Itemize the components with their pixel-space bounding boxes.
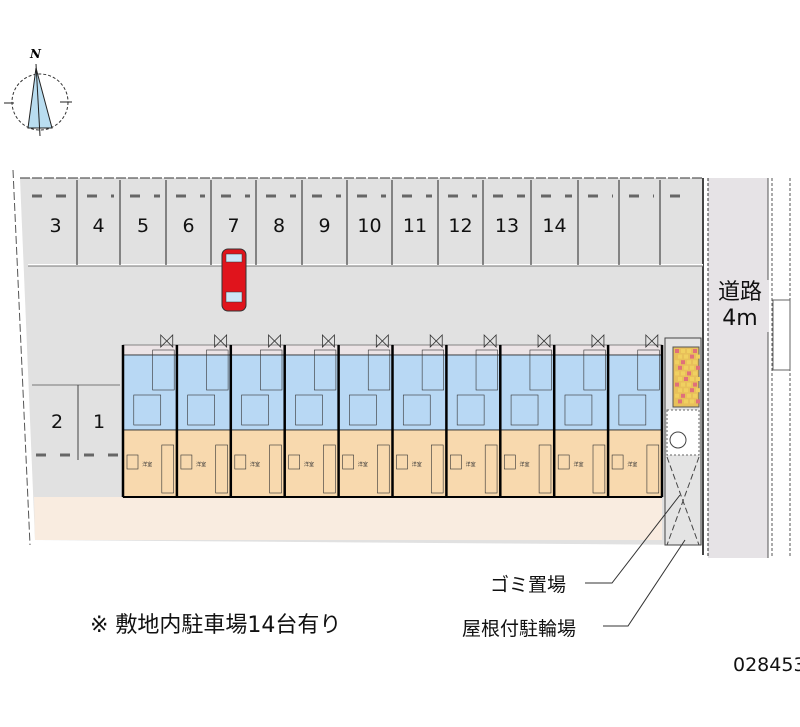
parking-stall-label: 1 [93,411,105,433]
parking-stall-label: 10 [357,215,381,237]
car-icon [221,248,247,312]
parking-stall-label: 13 [495,215,519,237]
compass-icon: N [4,47,72,137]
parking-stall-label: 8 [273,215,285,237]
property-code: 028453 [733,654,800,676]
road-label: 道路 4m [711,280,769,332]
apartment-unit: 洋室 [283,334,340,498]
room-label: 洋室 [412,461,422,468]
apartment-unit: 洋室 [121,334,178,498]
parking-stall-label: 5 [137,215,149,237]
apartment-unit: 洋室 [552,334,609,498]
bike-shed-label: 屋根付駐輪場 [462,618,577,640]
north-label: N [29,47,42,61]
room-label: 洋室 [304,461,314,468]
parking-stall-label: 2 [51,411,63,433]
parking-row-top: 3 4 5 6 7 8 9 10 11 12 13 14 [28,180,703,267]
room-label: 洋室 [358,461,368,468]
parking-stall-label: 3 [49,215,61,237]
apartment-unit: 洋室 [499,334,555,498]
apartment-unit: 洋室 [606,334,663,498]
road-label-width: 4m [722,306,758,331]
room-label: 洋室 [573,461,583,468]
room-label: 洋室 [627,461,637,468]
apartment-building: 洋室 洋室 洋室 洋室 洋室 洋室 洋室 洋室 洋室 洋室 [121,334,664,498]
apartment-unit: 洋室 [337,334,393,498]
apartment-unit: 洋室 [175,334,232,498]
apartment-unit: 洋室 [445,334,501,498]
parking-stall-label: 4 [92,215,104,237]
parking-stall-label: 14 [542,215,566,237]
apartment-unit: 洋室 [391,334,447,498]
parking-stall-label: 9 [318,215,330,237]
room-label: 洋室 [196,461,206,468]
parking-stall-label: 7 [227,215,239,237]
parking-note: ※ 敷地内駐車場14台有り [90,613,342,638]
room-label: 洋室 [520,461,530,468]
apartment-unit: 洋室 [229,334,286,498]
parking-stall-label: 12 [448,215,472,237]
garbage-label: ゴミ置場 [490,574,567,596]
front-strip [34,497,662,540]
road [708,178,768,558]
parking-stall-label: 6 [182,215,194,237]
room-label: 洋室 [250,461,260,468]
road-label-name: 道路 [717,280,762,305]
room-label: 洋室 [142,461,152,468]
room-label: 洋室 [466,461,476,468]
parking-stall-label: 11 [403,215,427,237]
